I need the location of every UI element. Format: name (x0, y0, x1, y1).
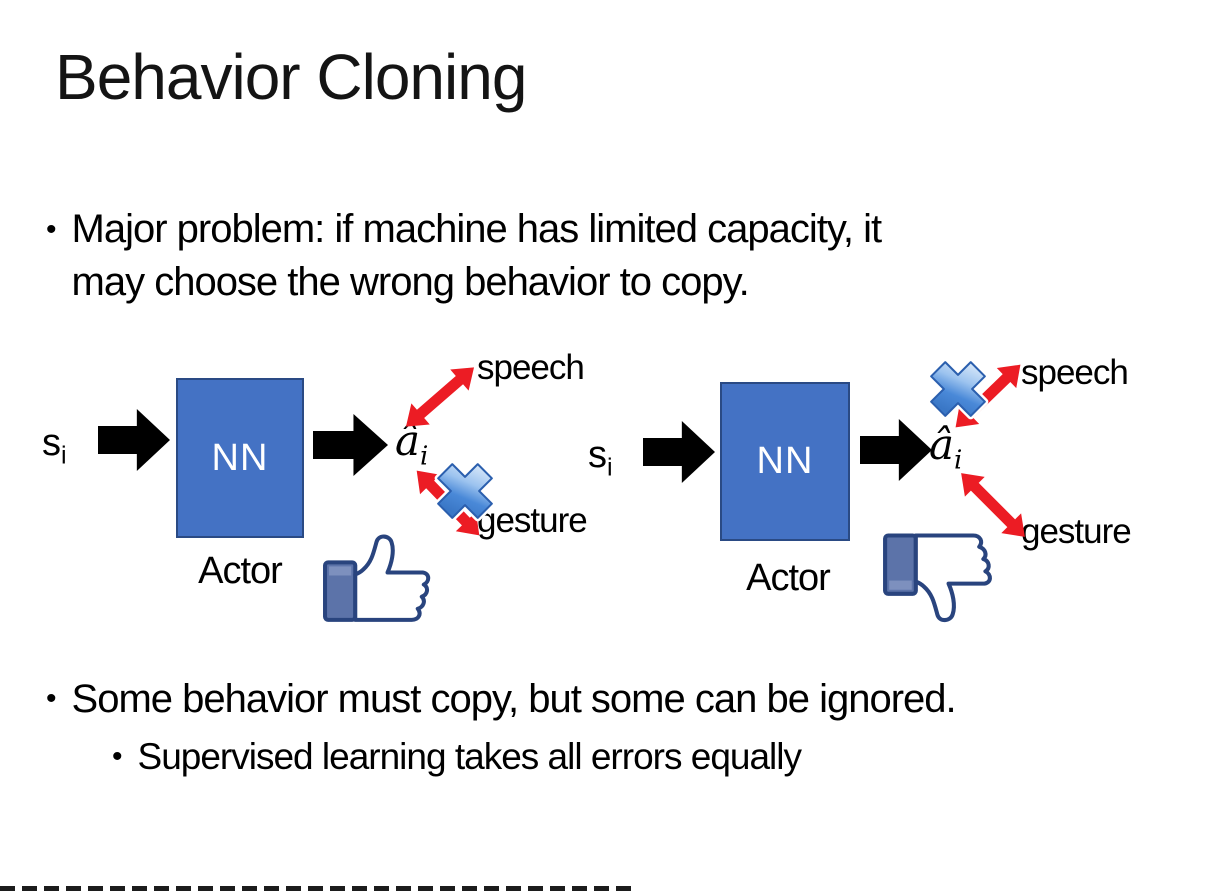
input-arrow-icon (98, 409, 170, 471)
action-output-label-right: âi (929, 420, 963, 476)
thumbs-down-icon (881, 530, 1010, 627)
gesture-double-arrow-icon (950, 462, 1036, 548)
clipped-next-slide-edge (0, 886, 636, 891)
actor-label-right: Actor (746, 557, 831, 599)
bullet-glyph: • (46, 213, 56, 246)
page-title: Behavior Cloning (55, 41, 527, 113)
blue-cross-icon (926, 357, 990, 421)
nn-label: NN (211, 436, 269, 479)
bullet-supervised-learning-text: Supervised learning takes all errors equ… (137, 736, 802, 777)
bullet-line-1: Major problem: if machine has limited ca… (71, 207, 883, 251)
action-output-label-left: âi (395, 416, 429, 472)
input-arrow-icon (643, 421, 715, 483)
actor-label-left: Actor (198, 550, 283, 592)
speech-label-right: speech (1021, 353, 1129, 392)
bullet-glyph: • (112, 740, 122, 773)
nn-box-right: NN (720, 382, 850, 541)
output-arrow-icon (313, 414, 388, 476)
bullet-line-2: may choose the wrong behavior to copy. (71, 260, 750, 304)
blue-cross-icon (433, 459, 497, 523)
bullet-supervised-learning: • Supervised learning takes all errors e… (112, 736, 802, 778)
bullet-glyph: • (46, 682, 56, 715)
nn-label: NN (756, 440, 814, 482)
bullet-some-behavior-text: Some behavior must copy, but some can be… (71, 677, 957, 721)
output-arrow-icon (860, 419, 932, 481)
bullet-major-problem-text: Major problem: if machine has limited ca… (71, 203, 883, 309)
bullet-some-behavior: • Some behavior must copy, but some can … (46, 676, 957, 722)
state-input-label-right: si (588, 434, 613, 482)
gesture-label-left: gesture (477, 501, 588, 540)
bullet-major-problem: • Major problem: if machine has limited … (46, 203, 883, 309)
state-input-label-left: si (42, 422, 67, 470)
speech-double-arrow-icon (395, 356, 484, 439)
gesture-label-right: gesture (1021, 512, 1132, 551)
speech-label-left: speech (477, 348, 585, 387)
nn-box-left: NN (176, 378, 304, 538)
thumbs-up-icon (321, 531, 448, 624)
